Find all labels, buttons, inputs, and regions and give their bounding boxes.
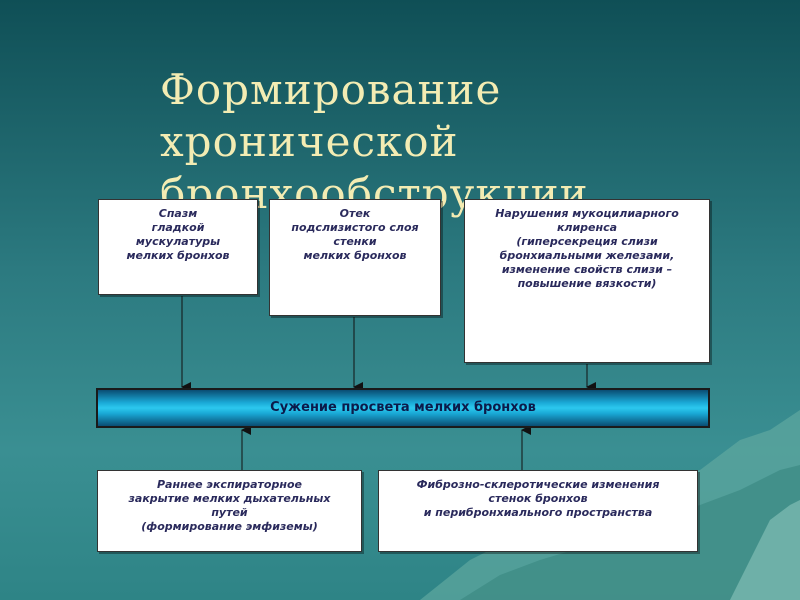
- box-line: (гиперсекреция слизи: [516, 235, 658, 248]
- box-line: (формирование эмфиземы): [141, 520, 318, 533]
- title-line-2: хронической: [160, 117, 459, 166]
- box-line: изменение свойств слизи –: [501, 263, 673, 276]
- box-line: стенок бронхов: [488, 492, 588, 505]
- box-line: стенки: [333, 235, 377, 248]
- box-line: повышение вязкости): [517, 277, 657, 290]
- box-line: гладкой: [151, 221, 205, 234]
- box-line: подслизистого слоя: [291, 221, 419, 234]
- box-line: мускулатуры: [135, 235, 221, 248]
- box-line: и перибронхиального пространства: [423, 506, 653, 519]
- box-line: мелких бронхов: [303, 249, 407, 262]
- effect-box-emphysema: Раннее экспираторное закрытие мелких дых…: [97, 470, 362, 552]
- box-line: закрытие мелких дыхательных: [128, 492, 331, 505]
- effect-box-fibrosis: Фиброзно-склеротические изменения стенок…: [378, 470, 698, 552]
- box-line: Нарушения мукоцилиарного: [495, 207, 679, 220]
- cause-box-spasm: Спазм гладкой мускулатуры мелких бронхов: [98, 199, 258, 295]
- box-line: Спазм: [158, 207, 198, 220]
- slide-title: Формирование хронической бронхообструкци…: [160, 64, 720, 220]
- cause-box-clearance: Нарушения мукоцилиарного клиренса (гипер…: [464, 199, 710, 363]
- box-line: Фиброзно-склеротические изменения: [416, 478, 660, 491]
- cause-box-edema: Отек подслизистого слоя стенки мелких бр…: [269, 199, 441, 316]
- title-line-1: Формирование: [160, 65, 502, 114]
- box-line: Раннее экспираторное: [157, 478, 302, 491]
- box-line: путей: [211, 506, 248, 519]
- box-line: клиренса: [556, 221, 618, 234]
- box-line: Отек: [339, 207, 371, 220]
- box-line: мелких бронхов: [126, 249, 230, 262]
- central-narrowing-bar: Сужение просвета мелких бронхов: [96, 388, 710, 428]
- box-line: бронхиальными железами,: [499, 249, 675, 262]
